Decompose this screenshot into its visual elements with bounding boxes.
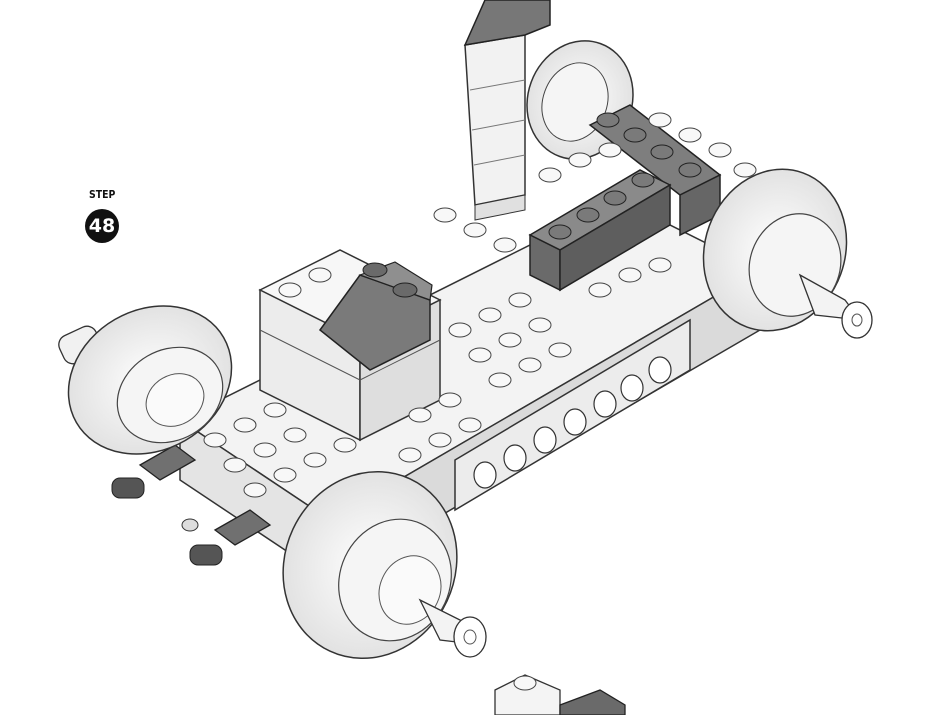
next-step-preview [495,675,625,715]
